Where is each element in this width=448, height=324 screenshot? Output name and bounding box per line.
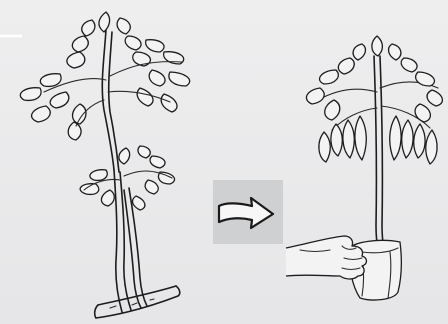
process-arrow bbox=[213, 180, 283, 244]
right-plant-drawing bbox=[286, 36, 442, 300]
left-plant-drawing bbox=[20, 12, 189, 318]
